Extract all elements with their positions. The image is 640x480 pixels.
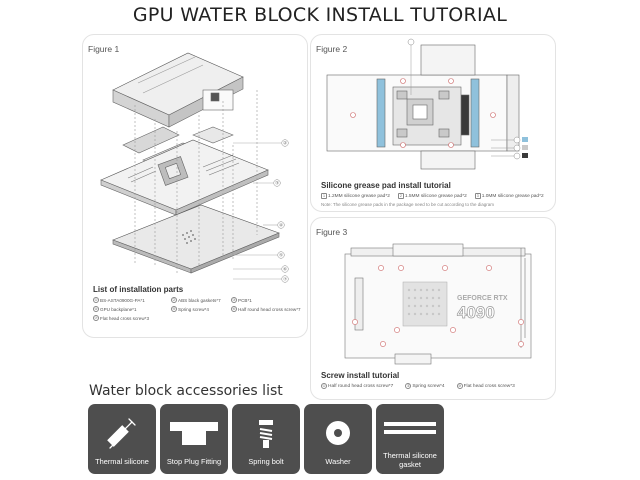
accessory-label: Spring bolt [248, 457, 284, 466]
syringe-icon [107, 418, 136, 449]
parts-list-heading: List of installation parts [93, 285, 184, 294]
callout-7: ⑦ [283, 277, 287, 283]
figure-3-panel: Figure 3 GEFORCE RTX 4090 Screw install … [310, 217, 556, 400]
accessory-card-gasket: Thermal silicone gasket [376, 404, 444, 474]
figure-2-label: Figure 2 [316, 44, 348, 54]
callout-6: ⑥ [283, 267, 287, 273]
washer-icon [326, 421, 350, 445]
pcb-thermal-pad-diagram [326, 38, 528, 170]
figure-3-label: Figure 3 [316, 227, 348, 237]
screw-layout-diagram: GEFORCE RTX 4090 [344, 243, 532, 365]
spring-bolt-icon [259, 420, 273, 448]
accessory-card-washer: Washer [304, 404, 372, 474]
gpu-model-text: 4090 [457, 303, 495, 322]
exploded-assembly-diagram: ② ③ ④ ⑤ ⑥ ⑦ [100, 52, 289, 283]
figure-1-label: Figure 1 [88, 44, 120, 54]
accessory-label: Thermal silicone [95, 457, 149, 466]
gpu-brand-text: GEFORCE RTX [457, 295, 508, 302]
figure-2-panel: Figure 2 [310, 34, 556, 212]
callout-4: ④ [279, 223, 283, 229]
accessories-heading: Water block accessories list [89, 383, 283, 399]
accessory-label: Thermal silicone gasket [383, 451, 437, 469]
callout-5: ⑤ [279, 253, 283, 259]
accessory-label: Washer [325, 457, 351, 466]
grease-pad-note: Note: The silicone grease pads in the pa… [321, 202, 495, 207]
gasket-icon [384, 422, 436, 434]
plug-icon [170, 422, 218, 445]
figure-1-panel: Figure 1 [82, 34, 308, 338]
accessory-card-thermal-silicone: Thermal silicone [88, 404, 156, 474]
accessory-label: Stop Plug Fitting [166, 457, 222, 466]
accessory-card-stop-plug: Stop Plug Fitting [160, 404, 228, 474]
screw-install-heading: Screw install tutorial [321, 371, 400, 380]
callout-2: ② [283, 141, 287, 147]
callout-3: ③ [275, 181, 279, 187]
accessory-card-spring-bolt: Spring bolt [232, 404, 300, 474]
page-title: GPU WATER BLOCK INSTALL TUTORIAL [132, 4, 508, 26]
grease-pad-heading: Silicone grease pad install tutorial [321, 181, 451, 190]
